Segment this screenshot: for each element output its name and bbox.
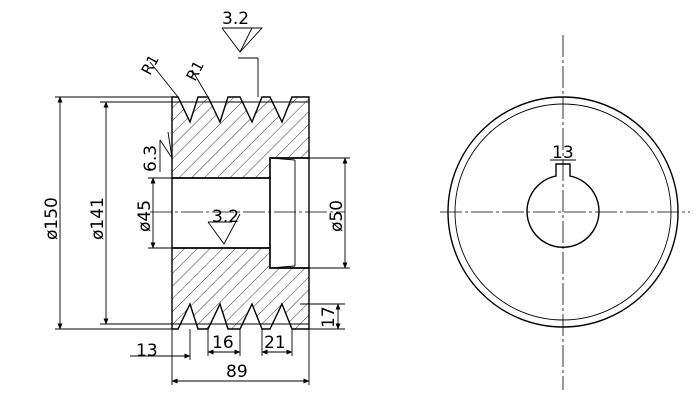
groove-depth-label: 17 xyxy=(319,306,339,328)
counterbore-taper-bottom xyxy=(269,265,296,269)
pitch-diameter-label: ø141 xyxy=(88,197,108,240)
counterbore-diameter-label: ø50 xyxy=(327,200,347,232)
bore-diameter-label: ø45 xyxy=(135,200,155,232)
surface-finish-left-label: 6.3 xyxy=(141,145,161,172)
dimension-lines xyxy=(55,61,350,385)
outer-diameter-label: ø150 xyxy=(42,197,62,240)
surface-finish-top-label: 3.2 xyxy=(222,9,249,29)
upper-hatched-section xyxy=(171,96,310,179)
radius-label-2: R1 xyxy=(183,58,208,84)
edge-offset-label: 13 xyxy=(136,341,158,361)
counterbore-outline xyxy=(269,157,310,269)
keyed-bore xyxy=(526,163,600,248)
groove-width-label: 21 xyxy=(264,333,286,353)
surface-finish-bore-label: 3.2 xyxy=(212,207,239,227)
surface-finish-left-symbol xyxy=(159,131,173,172)
section-view xyxy=(150,96,345,330)
groove-pitch-label: 16 xyxy=(212,333,234,353)
width-label: 89 xyxy=(226,362,248,382)
end-view xyxy=(440,35,690,390)
keyway-width-label: 13 xyxy=(552,143,574,163)
lower-hatched-section xyxy=(171,247,310,330)
surface-finish-bore-symbol xyxy=(207,213,241,245)
surface-finish-top-symbol xyxy=(221,27,264,97)
counterbore-taper-top xyxy=(269,157,296,161)
